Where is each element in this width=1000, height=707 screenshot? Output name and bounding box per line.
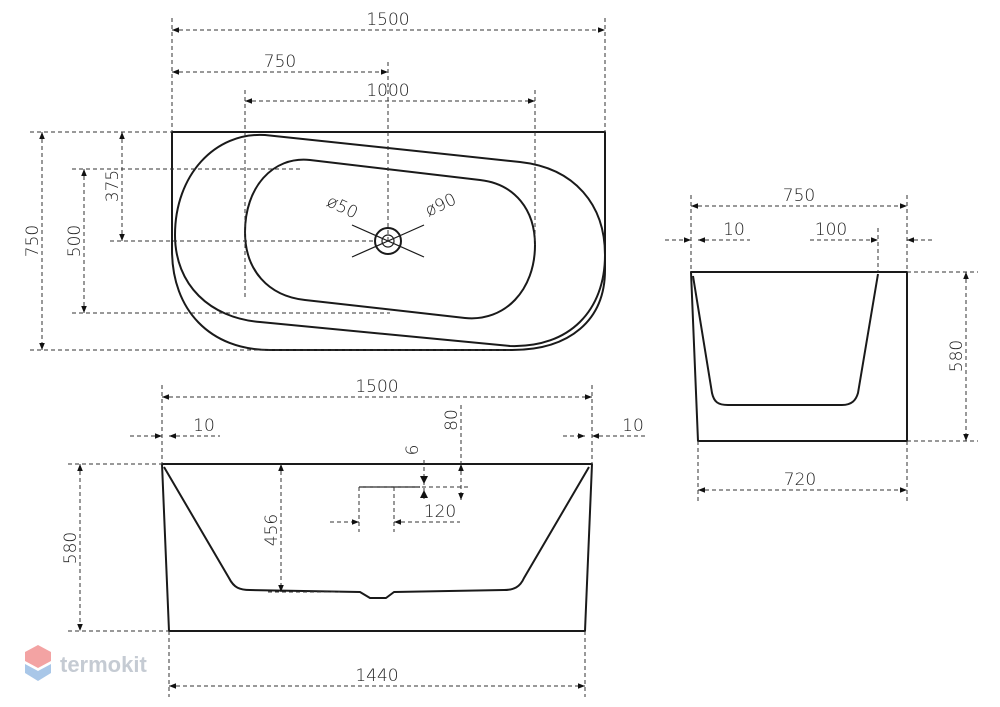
- logo-shield-bottom-icon: [25, 664, 51, 681]
- label-front-wall-left: 10: [193, 416, 215, 436]
- label-inner-width: 500: [65, 225, 85, 257]
- label-drain-offset: 375: [103, 170, 123, 202]
- label-overall-width: 750: [23, 225, 43, 257]
- drain-inner: [381, 234, 395, 248]
- front-view: 1500 10 10 80 6 120 456 580: [61, 377, 645, 697]
- tub-rim: [174, 133, 606, 348]
- front-inner-basin: [163, 466, 590, 599]
- label-inner-depth: 456: [262, 514, 282, 546]
- label-front-top-length: 1500: [355, 377, 398, 397]
- label-side-bottom-width: 720: [784, 470, 816, 490]
- drain-outer: [374, 227, 402, 255]
- label-drain-gap: 6: [403, 445, 423, 456]
- logo-shield-icon: [25, 645, 51, 668]
- label-front-wall-right: 10: [622, 416, 644, 436]
- label-drain-height: 80: [442, 409, 462, 431]
- label-inner-length: 1000: [366, 81, 409, 101]
- label-overflow-diameter: ø90: [422, 190, 459, 222]
- label-side-top-width: 750: [783, 186, 815, 206]
- top-view: 1500 750 1000 750 500 375 ø50 ø90: [23, 10, 606, 351]
- label-overall-length: 1500: [366, 10, 409, 30]
- tub-basin: [244, 158, 536, 320]
- label-side-height: 580: [947, 340, 967, 372]
- label-drain-width: 120: [424, 502, 456, 522]
- label-side-wall-right: 100: [815, 220, 847, 240]
- label-front-height: 580: [61, 532, 81, 564]
- label-half-length: 750: [264, 52, 296, 72]
- label-drain-diameter: ø50: [323, 192, 360, 224]
- label-side-wall-left: 10: [723, 220, 745, 240]
- side-inner-basin: [692, 273, 879, 406]
- termokit-logo: termokit: [25, 645, 147, 681]
- side-view: 750 10 100 580 720: [665, 186, 978, 503]
- label-front-bottom-length: 1440: [355, 666, 398, 686]
- front-outline: [161, 463, 593, 632]
- logo-text: termokit: [60, 652, 147, 677]
